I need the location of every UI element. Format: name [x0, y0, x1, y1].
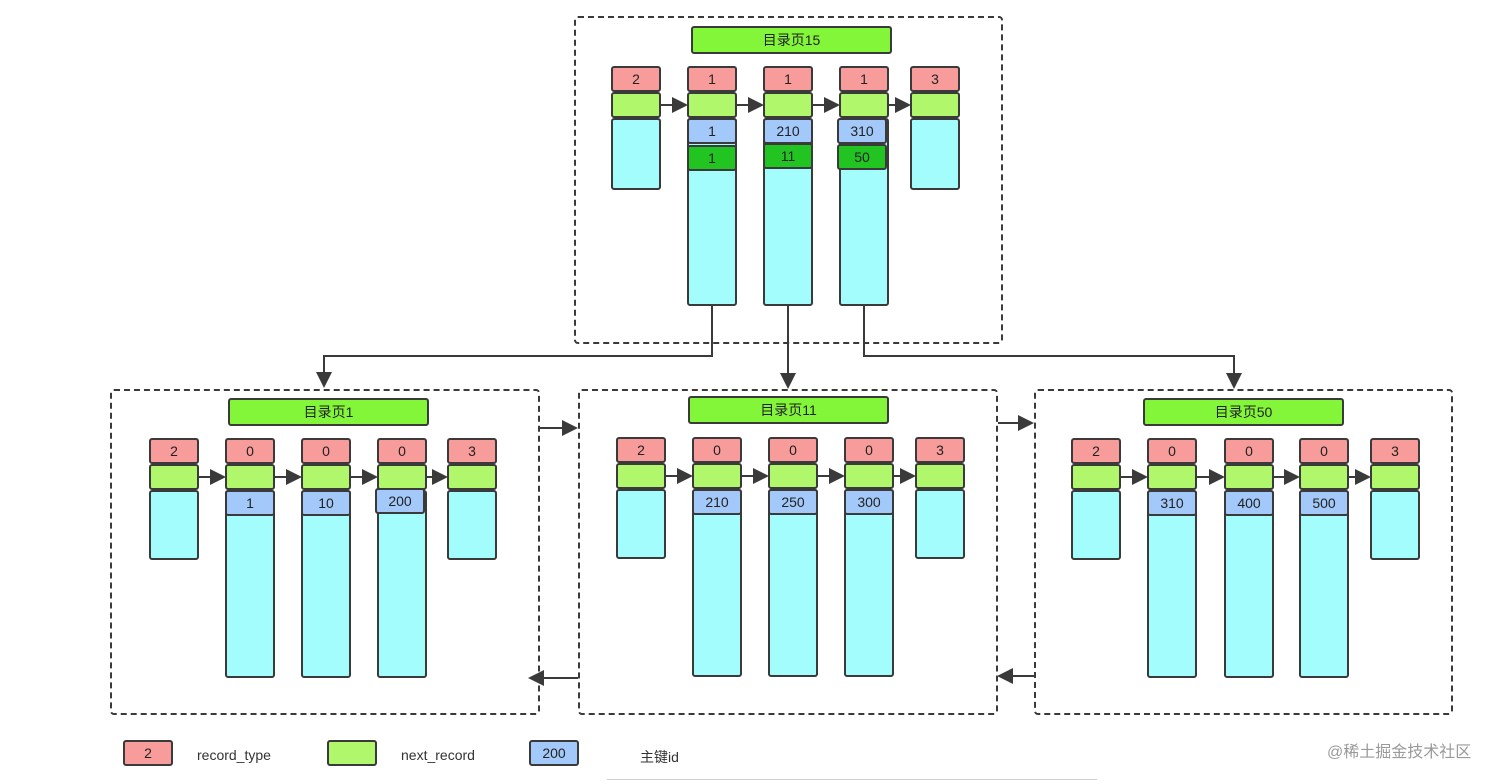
p50-r0-body — [1071, 490, 1121, 560]
legend-next-record-label: next_record — [401, 747, 475, 763]
p15-r4-type: 3 — [910, 66, 960, 92]
p50-r0-type: 2 — [1071, 438, 1121, 464]
p1-r4-next — [447, 464, 497, 490]
p1-r1-next — [225, 464, 275, 490]
p11-r1-next — [692, 463, 742, 489]
p15-r1-next — [687, 92, 737, 118]
p1-r0-type: 2 — [149, 438, 199, 464]
p15-r2-next — [763, 92, 813, 118]
p11-r3-type: 0 — [844, 437, 894, 463]
p11-r3-body — [844, 489, 894, 677]
p50-r1-type: 0 — [1147, 438, 1197, 464]
p11-r2-type: 0 — [768, 437, 818, 463]
p15-r2-type: 1 — [763, 66, 813, 92]
p1-r1-body — [225, 490, 275, 678]
page-title-15: 目录页15 — [691, 26, 892, 54]
p11-r2-key: 250 — [768, 489, 818, 515]
p15-r0-next — [611, 92, 661, 118]
p11-r1-type: 0 — [692, 437, 742, 463]
p1-r4-body — [447, 490, 497, 560]
p15-r2-page-no: 11 — [763, 143, 813, 169]
page-frame-1 — [110, 389, 540, 715]
p15-r2-key: 210 — [763, 118, 813, 144]
ptr-to-page-50-arrow — [863, 306, 1242, 389]
p15-r3-key: 310 — [837, 118, 887, 144]
p11-r3-key: 300 — [844, 489, 894, 515]
p50-r2-key: 400 — [1224, 490, 1274, 516]
p15-r4-body — [910, 118, 960, 190]
footer-rule — [607, 779, 1097, 780]
p1-r1-key: 1 — [225, 490, 275, 516]
page-frame-50 — [1034, 389, 1453, 715]
p15-r3-next — [839, 92, 889, 118]
p15-r0-type: 2 — [611, 66, 661, 92]
p1-r3-next — [377, 464, 427, 490]
p1-r3-body — [377, 490, 427, 678]
p50-r1-key: 310 — [1147, 490, 1197, 516]
page-title-1: 目录页1 — [228, 398, 429, 426]
p11-r4-next — [915, 463, 965, 489]
p11-r1-body — [692, 489, 742, 677]
p11-r4-type: 3 — [915, 437, 965, 463]
p1-r2-type: 0 — [301, 438, 351, 464]
legend-record-type-label: record_type — [197, 747, 271, 763]
p15-r3-page-no: 50 — [837, 144, 887, 170]
p15-r1-page-no: 1 — [687, 145, 737, 171]
p50-r3-key: 500 — [1299, 490, 1349, 516]
p11-r0-body — [616, 489, 666, 559]
p11-r0-type: 2 — [616, 437, 666, 463]
p50-r2-body — [1224, 490, 1274, 678]
p11-r3-next — [844, 463, 894, 489]
page-frame-15 — [574, 16, 1003, 344]
connector-lines — [199, 97, 1371, 686]
legend-record-type-swatch: 2 — [123, 740, 173, 766]
p1-r0-next — [149, 464, 199, 490]
p50-r2-next — [1224, 464, 1274, 490]
ptr-to-page-1-arrow — [316, 306, 713, 388]
p15-r1-key: 1 — [687, 118, 737, 144]
legend-primary-key-swatch: 200 — [529, 740, 579, 766]
p11-r1-key: 210 — [692, 489, 742, 515]
p1-r2-body — [301, 490, 351, 678]
p50-r3-next — [1299, 464, 1349, 490]
page-title-50: 目录页50 — [1143, 398, 1344, 426]
p11-r2-next — [768, 463, 818, 489]
p50-r4-next — [1370, 464, 1420, 490]
p11-r2-body — [768, 489, 818, 677]
p1-r2-next — [301, 464, 351, 490]
page-title-11: 目录页11 — [688, 396, 889, 424]
p50-r2-type: 0 — [1224, 438, 1274, 464]
page-frame-11 — [578, 389, 998, 715]
p50-r4-type: 3 — [1370, 438, 1420, 464]
p1-r4-type: 3 — [447, 438, 497, 464]
p50-r0-next — [1071, 464, 1121, 490]
p50-r4-body — [1370, 490, 1420, 560]
p1-r1-type: 0 — [225, 438, 275, 464]
p11-r0-next — [616, 463, 666, 489]
p15-r0-body — [611, 118, 661, 190]
p15-r1-type: 1 — [687, 66, 737, 92]
legend-next-record-swatch — [327, 740, 377, 766]
p11-r4-body — [915, 489, 965, 559]
p50-r1-body — [1147, 490, 1197, 678]
p1-r2-key: 10 — [301, 490, 351, 516]
p1-r3-type: 0 — [377, 438, 427, 464]
watermark: @稀土掘金技术社区 — [1327, 744, 1472, 761]
p1-r3-key: 200 — [375, 488, 425, 514]
p50-r3-type: 0 — [1299, 438, 1349, 464]
p50-r3-body — [1299, 490, 1349, 678]
p15-r4-next — [910, 92, 960, 118]
legend-primary-key-label: 主键id — [640, 749, 679, 765]
p50-r1-next — [1147, 464, 1197, 490]
p15-r3-type: 1 — [839, 66, 889, 92]
p1-r0-body — [149, 490, 199, 560]
